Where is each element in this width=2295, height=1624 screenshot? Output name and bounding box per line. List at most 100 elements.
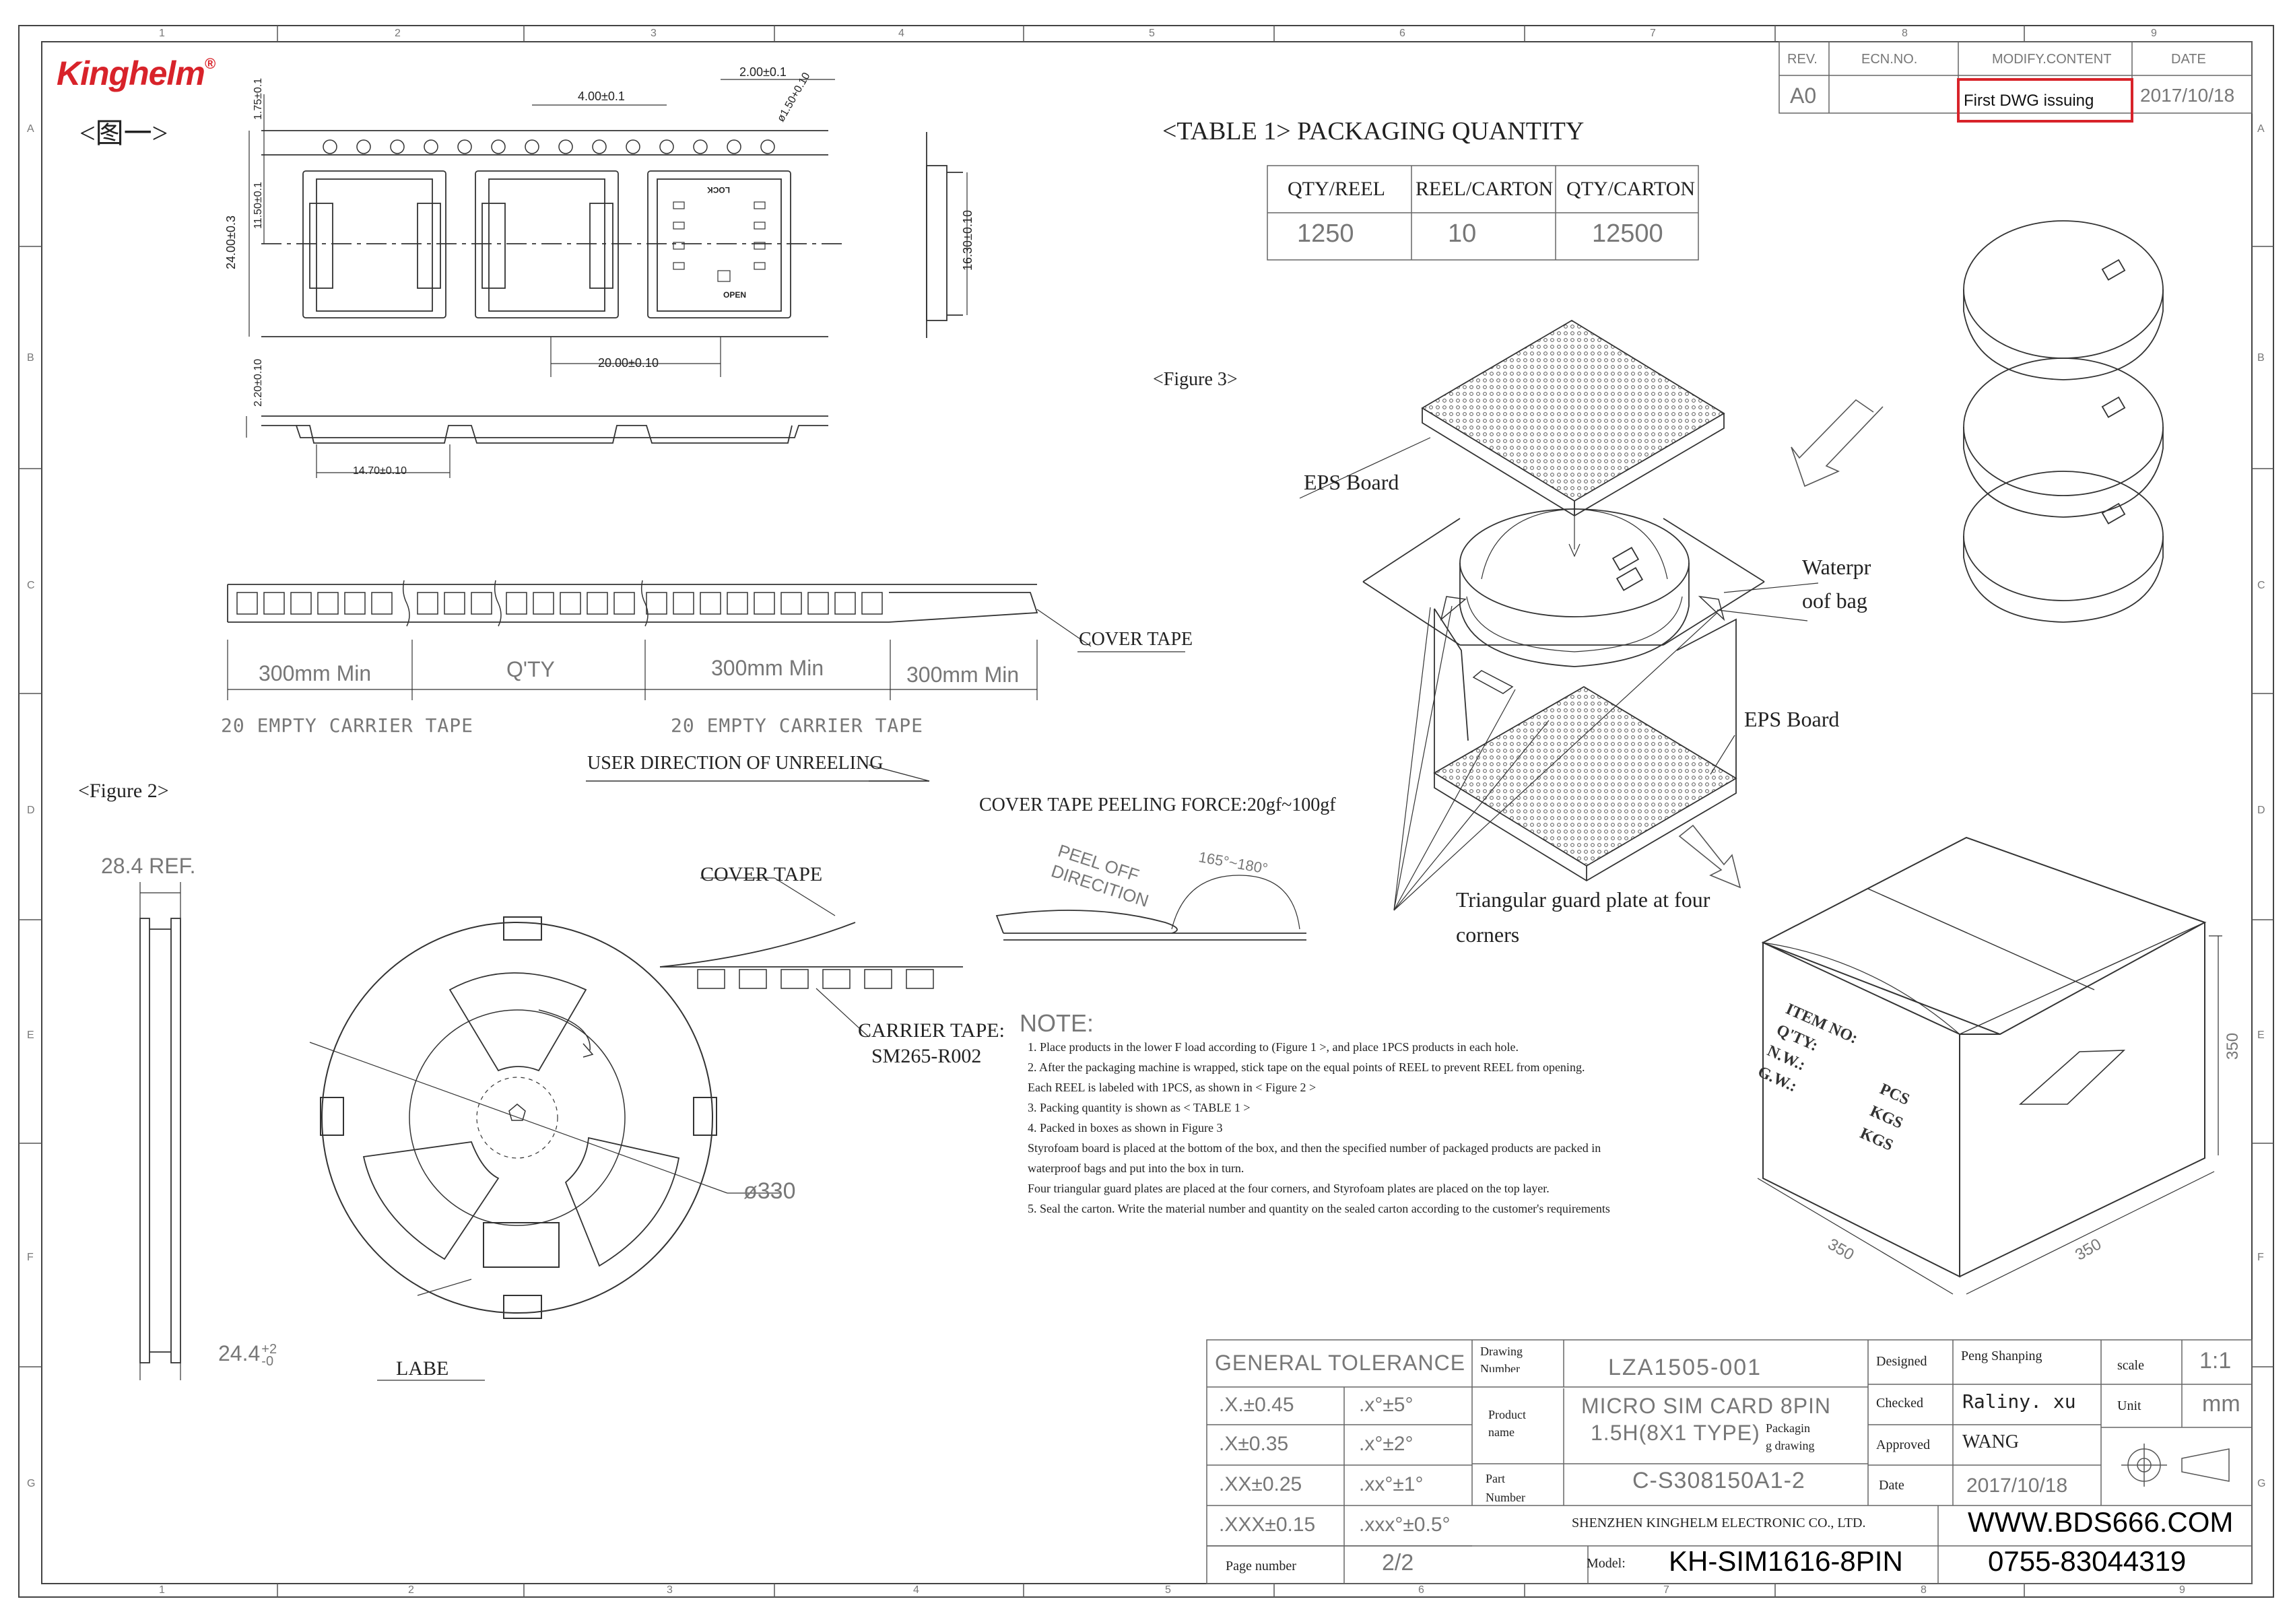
website: WWW.BDS666.COM [1968, 1506, 2234, 1538]
zone-col-3: 3 [651, 28, 657, 39]
zone-row-d: D [27, 805, 35, 816]
approved-label: Approved [1876, 1437, 1930, 1452]
note-line-6: Styrofoam board is placed at the bottom … [1028, 1141, 1601, 1155]
zone-row-e-right: E [2257, 1029, 2265, 1041]
sheet-border [18, 25, 2274, 1598]
figure3-waterproof-2: oof bag [1802, 588, 1867, 613]
figure2-side-profile [139, 882, 181, 1380]
dim-offset: 11.50±0.1 [253, 182, 264, 229]
designed-value: Peng Shanping [1961, 1349, 2042, 1363]
figure2-tol-minus: -0 [261, 1353, 274, 1369]
figure2-tol-plus: +2 [261, 1341, 277, 1357]
product-name-line2: 1.5H(8X1 TYPE) [1591, 1421, 1760, 1445]
tape-seg3: 300mm Min [711, 656, 824, 680]
rev-header-content: MODIFY.CONTENT [1992, 52, 2112, 67]
rev-value-content: First DWG issuing [1964, 92, 2094, 110]
logo-text: Kinghelm [57, 55, 205, 92]
rev-value-rev: A0 [1790, 83, 1817, 108]
figure2-label-text: LABE [396, 1357, 449, 1380]
eps-board-bottom [1433, 685, 1737, 882]
figure1-carrier-tape-top [248, 79, 842, 377]
dim-part-pitch: 20.00±0.10 [598, 356, 659, 370]
product-name-label: Product name [1488, 1408, 1526, 1439]
rev-value-date: 2017/10/18 [2140, 85, 2235, 106]
sheet-inner-border [41, 41, 2253, 1584]
model-value: KH-SIM1616-8PIN [1669, 1545, 1903, 1577]
zone-row-a: A [27, 123, 34, 135]
dim-height: 16.30±0.10 [961, 210, 974, 271]
scale-label: scale [2117, 1358, 2144, 1373]
notes-title: NOTE: [1020, 1009, 1094, 1037]
table1-lines [1267, 165, 1699, 261]
rev-header-ecn: ECN.NO. [1861, 52, 1918, 67]
company-name: SHENZHEN KINGHELM ELECTRONIC CO., LTD. [1572, 1516, 1866, 1530]
drawing-number-value: LZA1505-001 [1608, 1355, 1762, 1380]
drawing-number-label: Drawing Number [1480, 1345, 1523, 1372]
date-value: 2017/10/18 [1966, 1475, 2068, 1497]
zone-col-2-bottom: 2 [408, 1584, 414, 1596]
date-label: Date [1879, 1478, 1904, 1493]
zone-col-8-bottom: 8 [1921, 1584, 1927, 1596]
stacked-reels [1963, 220, 2164, 623]
zone-col-5: 5 [1149, 28, 1155, 39]
zone-row-b: B [27, 352, 34, 364]
tol-row2-angle: .x°±2° [1359, 1433, 1413, 1455]
figure2-reel [309, 877, 963, 1381]
zone-col-4: 4 [898, 28, 904, 39]
zone-col-7: 7 [1650, 28, 1656, 39]
figure3-eps-top: EPS Board [1304, 470, 1399, 494]
figure2-tolerance: +2-0 [261, 1341, 277, 1369]
general-tolerance-label: GENERAL TOLERANCE [1215, 1351, 1466, 1375]
figure3-label: <Figure 3> [1153, 369, 1238, 390]
table1-header-qty-carton: QTY/CARTON [1566, 178, 1695, 200]
note-line-4: 3. Packing quantity is shown as < TABLE … [1028, 1101, 1251, 1114]
zone-row-c-right: C [2257, 580, 2265, 591]
tol-row1-angle: .x°±5° [1359, 1394, 1413, 1416]
zone-row-b-right: B [2257, 352, 2265, 364]
figure2-width: 24.4+2-0 [218, 1341, 277, 1369]
zone-col-6: 6 [1399, 28, 1405, 39]
table1-value-qty-reel: 1250 [1297, 219, 1354, 248]
packaging-label-1: Packagin [1766, 1421, 1810, 1435]
part-number-value: C-S308150A1-2 [1632, 1468, 1805, 1493]
tol-row4-linear: .XXX±0.15 [1219, 1514, 1316, 1536]
zone-col-9: 9 [2151, 28, 2157, 39]
zone-col-3-bottom: 3 [667, 1584, 673, 1596]
table1-header-qty-reel: QTY/REEL [1288, 178, 1385, 200]
figure3-guard-2: corners [1456, 922, 1520, 947]
zone-row-e: E [27, 1029, 34, 1041]
rev-header-rev: REV. [1787, 52, 1818, 67]
zone-row-a-right: A [2257, 123, 2265, 135]
rev-header-date: DATE [2171, 52, 2206, 67]
zone-col-8: 8 [1902, 28, 1908, 39]
dim-edge: 1.75±0.1 [253, 77, 264, 120]
page-number-label: Page number [1226, 1559, 1296, 1574]
zone-col-2: 2 [395, 28, 401, 39]
figure3-arrows [1678, 399, 1884, 889]
figure2-dia: ø330 [743, 1178, 796, 1204]
designed-label: Designed [1876, 1354, 1927, 1369]
figure2-ref: 28.4 REF. [101, 854, 196, 878]
tape-cover-tape-label: COVER TAPE [1079, 629, 1193, 650]
kinghelm-logo: Kinghelm® [57, 55, 215, 92]
product-name-line1: MICRO SIM CARD 8PIN [1581, 1394, 1832, 1418]
tape-seg4: 300mm Min [906, 663, 1020, 687]
dim-pitch: 4.00±0.1 [578, 90, 625, 103]
dim-hole-pitch: 2.00±0.1 [739, 65, 787, 79]
tol-row4-angle: .xxx°±0.5° [1359, 1514, 1451, 1536]
note-line-9: 5. Seal the carton. Write the material n… [1028, 1202, 1610, 1215]
page-number-value: 2/2 [1382, 1550, 1414, 1576]
unit-value: mm [2202, 1391, 2240, 1417]
peel-force-label: COVER TAPE PEELING FORCE:20gf~100gf [979, 794, 1336, 815]
zone-row-f-right: F [2257, 1252, 2264, 1263]
zone-col-9-bottom: 9 [2179, 1584, 2185, 1596]
tape-seg2: Q'TY [506, 657, 555, 681]
eps-board-top [1421, 319, 1725, 517]
dim-pocket: 14.70±0.10 [353, 465, 407, 477]
approved-value: WANG [1962, 1431, 2019, 1452]
note-line-7: waterproof bags and put into the box in … [1028, 1161, 1244, 1175]
carton-box [1757, 836, 2222, 1295]
figure3-guard-1: Triangular guard plate at four [1456, 887, 1710, 912]
table1-title: <TABLE 1> PACKAGING QUANTITY [1162, 117, 1585, 145]
tape-seg1: 300mm Min [259, 661, 372, 685]
